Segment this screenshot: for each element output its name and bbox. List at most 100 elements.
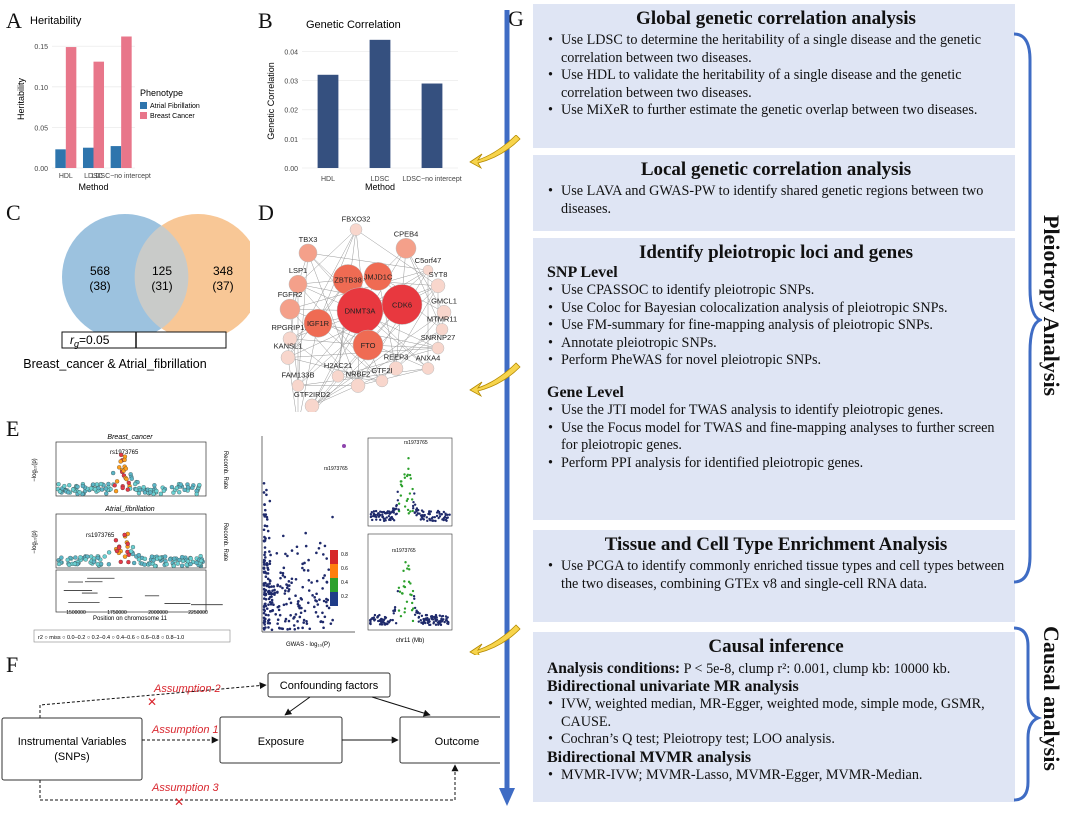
scatter-point: [296, 552, 299, 555]
scatter-point: [301, 566, 304, 570]
scatter-point: [262, 481, 266, 485]
network-edge: [289, 309, 299, 386]
scatter-point: [300, 606, 303, 610]
recomb-label-top: Recomb. Rate: [222, 451, 228, 490]
network-node: [352, 329, 384, 361]
locus-point: [126, 552, 131, 557]
network-node-label: LSP1: [289, 266, 307, 275]
scatter-point: [294, 578, 298, 581]
scatter-point: [285, 602, 288, 606]
arrow-iv-outcome: [39, 764, 459, 801]
chr-point: [378, 623, 382, 626]
locus-point: [142, 490, 148, 495]
x-tick-label: LDSC: [84, 173, 103, 180]
locus-point: [95, 555, 101, 561]
chr-point: [402, 569, 405, 573]
connector-arrows: [469, 135, 521, 655]
chr-point: [413, 511, 416, 514]
network-node-label: TBX3: [299, 235, 318, 244]
scatter-point: [283, 619, 287, 623]
chr-top-snp: rs1973765: [404, 440, 428, 446]
chr-point: [391, 618, 394, 622]
scatter-point: [264, 613, 268, 617]
chr-point: [405, 499, 409, 503]
scatter-point: [329, 622, 333, 625]
scatter-point: [269, 553, 272, 557]
chr-point: [411, 619, 415, 623]
outcome-label: Outcome: [435, 736, 480, 748]
assumption-1-label: Assumption 1: [151, 724, 219, 736]
locus-point: [117, 465, 122, 470]
iv-label-2: (SNPs): [54, 751, 89, 763]
locus-point: [67, 483, 72, 488]
locus-point: [124, 476, 129, 482]
locus-point: [122, 457, 127, 463]
chr-point: [432, 621, 436, 624]
scatter-point: [322, 626, 325, 630]
network-node: [381, 284, 423, 325]
y-axis-label: Heritability: [16, 77, 26, 120]
chr-point: [416, 512, 420, 515]
locus-top-snp: rs1973765: [110, 450, 139, 456]
confounding-label: Confounding factors: [280, 680, 379, 692]
scatter-point: [271, 592, 275, 596]
locus-point: [154, 488, 159, 494]
network-node-label: FBXO32: [342, 215, 371, 224]
scatter-point: [342, 444, 346, 448]
locus-point: [180, 554, 185, 560]
scatter-point: [270, 628, 274, 632]
chr-point: [399, 614, 403, 618]
chr-point: [373, 613, 377, 617]
scatter-point: [331, 618, 334, 622]
chr-point: [429, 519, 432, 522]
scatter-point: [294, 594, 297, 597]
cross-icon: ✕: [174, 795, 184, 809]
scatter-point: [304, 531, 307, 535]
locus-point: [111, 470, 116, 476]
network-edge: [357, 368, 429, 386]
chr-point: [379, 518, 382, 522]
scatter-point: [278, 613, 282, 617]
chr-point: [387, 518, 391, 522]
locus-point: [106, 481, 111, 487]
y-tick-label: 0.15: [34, 44, 48, 51]
scatter-point: [265, 572, 268, 575]
scatter-point: [263, 559, 267, 562]
chr-point: [383, 623, 386, 626]
scatter-point: [267, 603, 270, 606]
x-tick-label: HDL: [59, 173, 73, 180]
scatter-point: [276, 583, 280, 587]
locus-point: [80, 483, 85, 489]
snp-item: Use FM-summary for fine-mapping analysis…: [548, 317, 1005, 335]
scatter-point: [327, 568, 331, 571]
locus-point: [158, 491, 164, 497]
scatter-point: [293, 615, 296, 619]
chr-point: [394, 513, 397, 516]
y-tick-label: 0.05: [34, 125, 48, 132]
chr-point: [399, 494, 403, 497]
scatter-point: [315, 592, 318, 596]
scatter-point: [287, 580, 291, 583]
scatter-point: [279, 585, 282, 588]
chr-point: [420, 509, 424, 512]
chr-point: [381, 515, 385, 518]
scatter-point: [302, 618, 306, 622]
locus-ylab-top: −log₁₀(p): [32, 458, 38, 481]
local-item: Use LAVA and GWAS-PW to identify shared …: [548, 183, 1005, 218]
locus-point: [118, 452, 124, 458]
locus-point: [123, 466, 129, 471]
scatter-point: [289, 614, 292, 617]
scatter-point: [313, 596, 316, 599]
locus-ylab-bottom: −log₁₀(p): [32, 530, 38, 553]
ld-legend: [33, 629, 231, 643]
chr-point: [434, 519, 437, 523]
scatter-point: [325, 597, 328, 601]
network-node-label: IGF1R: [307, 319, 330, 328]
confounding-box: [267, 672, 391, 698]
locus-point: [66, 562, 72, 568]
iv-box: [1, 717, 143, 781]
scatter-point: [302, 568, 306, 572]
scatter-point: [323, 544, 327, 548]
chr-point: [428, 620, 431, 623]
network-edge: [337, 375, 383, 382]
